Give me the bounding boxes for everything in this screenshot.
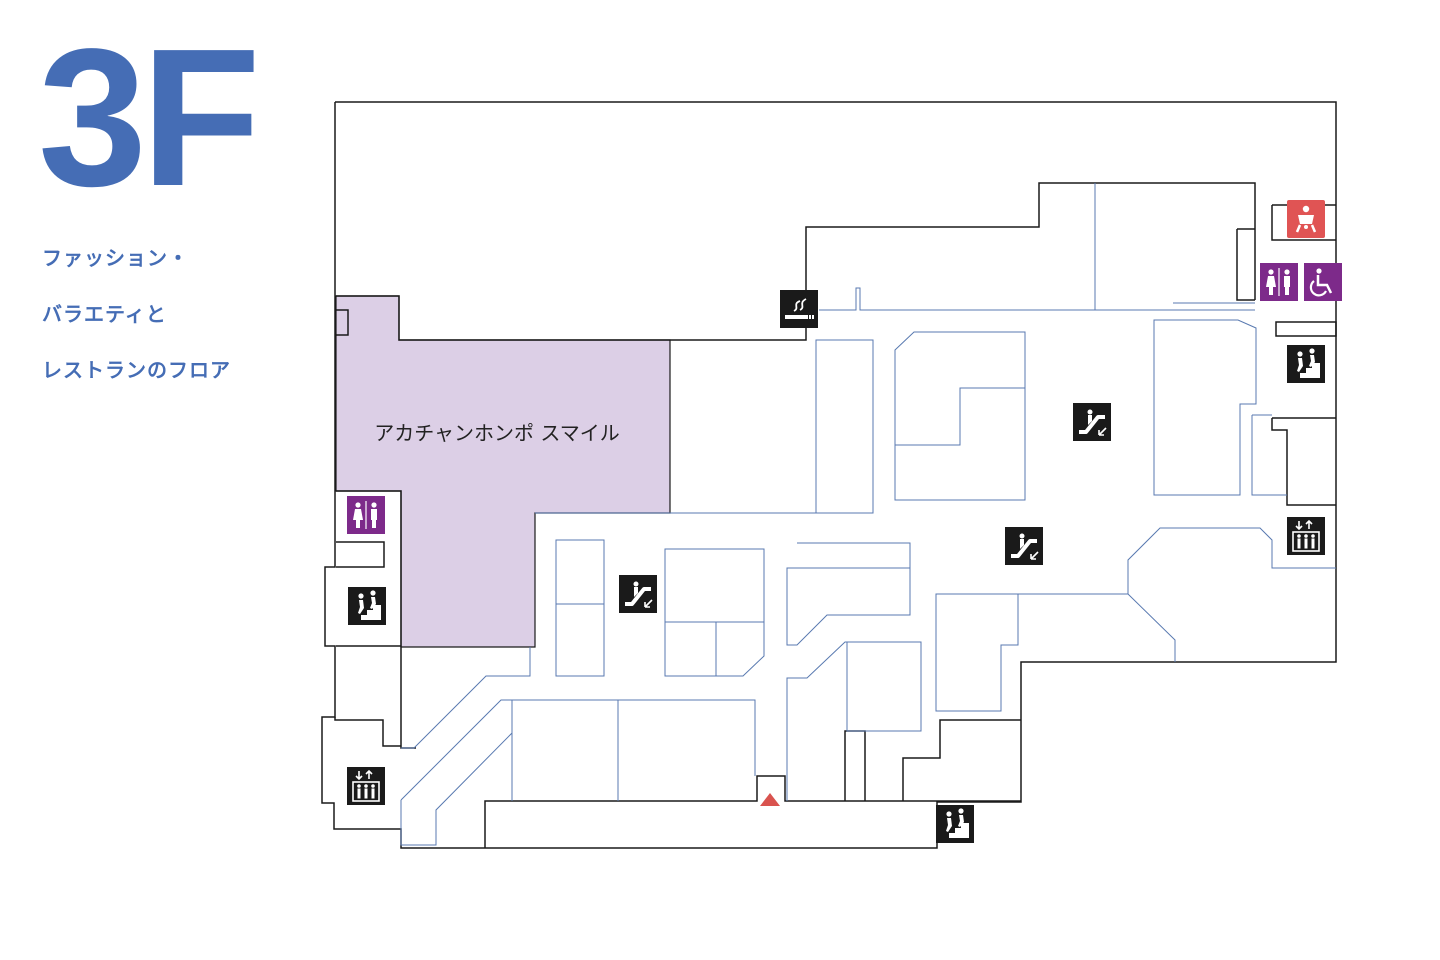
restroom-icon: [1259, 262, 1299, 302]
floor-description-line-2: バラエティと: [42, 302, 167, 326]
floor-description-line-1: ファッション・: [42, 246, 189, 270]
restroom-icon: [346, 495, 386, 535]
accessible-restroom-icon: [1302, 261, 1344, 303]
stairs-icon: [936, 805, 974, 843]
floor-description-line-3: レストランのフロア: [42, 358, 231, 382]
elevator-icon: [346, 766, 386, 806]
smoking-area-icon: [779, 289, 819, 329]
stairs-icon: [1287, 345, 1325, 383]
outer-wall: [321, 101, 1337, 849]
floor-number: 3F: [38, 8, 261, 227]
escalator-icon: [1071, 401, 1113, 443]
escalator-icon: [1003, 525, 1045, 567]
elevator-icon: [1286, 516, 1326, 556]
escalator-icon: [617, 573, 659, 615]
store-partitions: [400, 183, 1336, 846]
stairs-icon: [348, 587, 386, 625]
store-label-akachan-honpo-smile: アカチャンホンポ スマイル: [374, 421, 620, 445]
current-location-marker: [760, 793, 780, 806]
baby-room-icon: [1285, 198, 1327, 240]
